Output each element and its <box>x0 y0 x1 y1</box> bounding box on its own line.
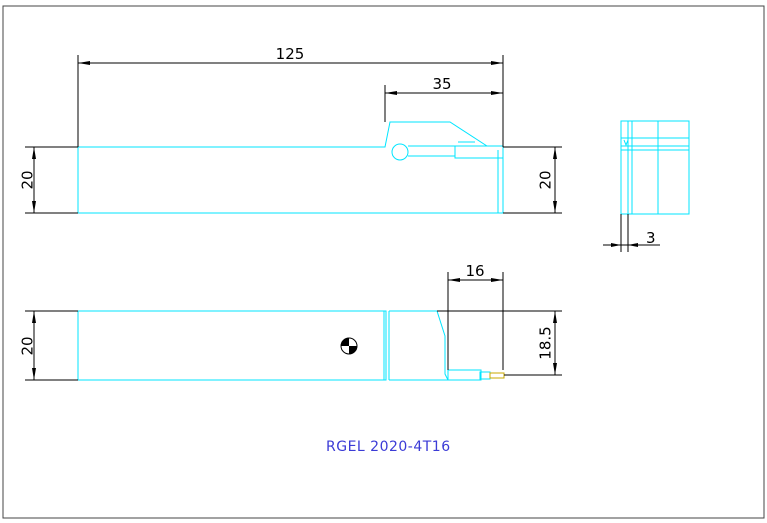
center-mark-icon <box>340 337 358 355</box>
dim-total-length-label: 125 <box>276 45 305 63</box>
dim-end-view-width: 3 <box>603 214 660 252</box>
drawing-frame <box>2 5 765 519</box>
dim-height-left: 20 <box>19 146 78 214</box>
dim-height-right-label: 20 <box>537 170 555 189</box>
side-view-insert <box>447 369 482 381</box>
side-view-head <box>389 310 449 381</box>
dim-cut-width-label: 16 <box>465 262 484 280</box>
dim-end-view-width-label: 3 <box>646 229 656 247</box>
side-view-body <box>77 310 387 381</box>
dim-head-length: 35 <box>384 75 503 122</box>
end-view <box>620 120 690 215</box>
dim-bottom-height: 20 <box>19 310 78 381</box>
side-view <box>77 310 505 381</box>
top-view-hole <box>391 143 409 161</box>
dim-bottom-height-label: 20 <box>19 336 37 355</box>
dim-total-length: 125 <box>77 45 504 147</box>
part-code-label: RGEL 2020-4T16 <box>326 439 451 455</box>
top-view-body <box>77 121 504 214</box>
top-view-insert <box>454 145 504 159</box>
top-view <box>77 121 504 214</box>
dim-cut-height: 18.5 <box>437 310 562 376</box>
dim-height-left-label: 20 <box>19 170 37 189</box>
dim-height-right: 20 <box>503 146 562 214</box>
dim-head-length-label: 35 <box>432 75 451 93</box>
dim-cut-height-label: 18.5 <box>537 326 555 359</box>
dim-cut-width: 16 <box>447 262 504 370</box>
end-view-body <box>620 120 690 215</box>
side-view-insert-tip <box>489 372 505 379</box>
